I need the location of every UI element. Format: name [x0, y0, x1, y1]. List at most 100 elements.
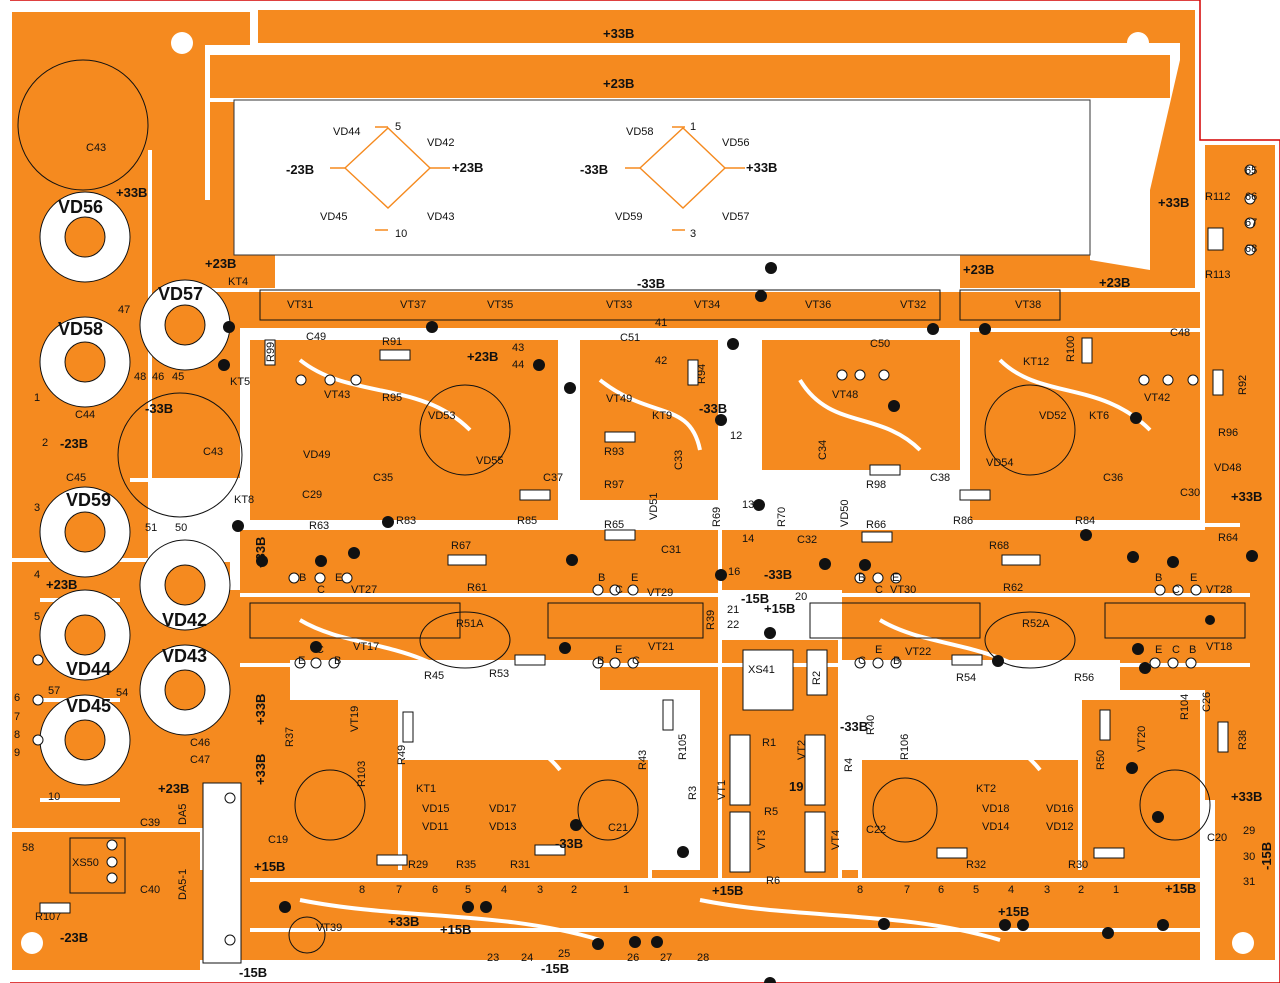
pin-letter-c: C: [858, 655, 866, 667]
ref-kt5: KT5: [230, 376, 251, 388]
ref-vd55: VD55: [476, 455, 504, 467]
ref-r31: R31: [510, 859, 531, 871]
pin-45: 45: [172, 371, 185, 383]
ref-vd18: VD18: [982, 803, 1010, 815]
rail-center-m15: -15В: [741, 591, 770, 606]
pin-letter-e: E: [1190, 572, 1198, 584]
bridge2-d4: VD57: [722, 211, 750, 223]
pin-r7: 7: [904, 884, 911, 896]
pin-letter-c: C: [615, 584, 623, 596]
ref-vd53: VD53: [428, 410, 456, 422]
ref-r112: R112: [1205, 191, 1231, 203]
ref-c36: C36: [1103, 472, 1124, 484]
ref-r29: R29: [408, 859, 429, 871]
bridge1-out: +23В: [452, 160, 484, 175]
pin-l1: 1: [623, 884, 630, 896]
ref-vd16: VD16: [1046, 803, 1074, 815]
ref-c29: C29: [302, 489, 323, 501]
ref-vd14: VD14: [982, 821, 1010, 833]
ref-r3: R3: [687, 785, 699, 800]
pin-letter-e: E: [631, 572, 639, 584]
pin-letter-b: B: [598, 572, 606, 584]
bridge2-d1: VD58: [626, 126, 654, 138]
pin-66: 66: [1245, 191, 1258, 203]
pin-letter-c: C: [1172, 644, 1180, 656]
ref-r63: R63: [309, 520, 330, 532]
ref-r86: R86: [953, 515, 974, 527]
ref-vt39: VT39: [316, 922, 343, 934]
ref-c47: C47: [190, 754, 211, 766]
pin-21: 21: [727, 604, 740, 616]
ref-r93: R93: [604, 446, 625, 458]
ref-r53: R53: [489, 668, 510, 680]
rail-bot-p33: +33В: [388, 914, 420, 929]
ref-r67: R67: [451, 540, 472, 552]
ref-vt4: VT4: [830, 829, 842, 850]
pin-r8: 8: [857, 884, 864, 896]
rail-bot-m15b: -15В: [541, 961, 570, 976]
rail-bottom-m23: -23В: [60, 930, 89, 945]
power-transistor-outlines: [249, 289, 1246, 639]
pin-r5: 5: [973, 884, 980, 896]
ref-vt34: VT34: [694, 299, 721, 311]
pin-letter-e: E: [892, 572, 900, 584]
rail-right-p23: +23В: [1099, 275, 1131, 290]
vd42-label: VD42: [162, 610, 208, 630]
ref-vt37: VT37: [400, 299, 427, 311]
vd58-label: VD58: [58, 319, 104, 339]
vd56-label: VD56: [58, 197, 104, 217]
via-pads: [218, 262, 1258, 983]
ref-r43: R43: [637, 749, 649, 770]
ref-vt19: VT19: [349, 705, 361, 732]
ref-r91: R91: [382, 336, 403, 348]
rail-l33v2: +33В: [253, 693, 268, 725]
rail-l23: +23В: [158, 781, 190, 796]
ref-c21: C21: [608, 822, 629, 834]
pin-l4: 4: [501, 884, 508, 896]
ref-c40: C40: [140, 884, 161, 896]
pin-l3: 3: [537, 884, 544, 896]
board-outline: [10, 0, 1280, 983]
pin-2: 2: [42, 437, 49, 449]
rail-m33-right: -33В: [840, 719, 869, 734]
pin-l2: 2: [571, 884, 578, 896]
ref-r103: R103: [356, 760, 368, 787]
ref-vd50: VD50: [839, 499, 851, 527]
rail-right-m15: -15В: [1259, 841, 1274, 870]
pin-8: 8: [14, 729, 21, 741]
ref-vt30: VT30: [890, 584, 917, 596]
ref-r32: R32: [966, 859, 987, 871]
pin-20: 20: [795, 591, 808, 603]
pin-24: 24: [521, 952, 534, 964]
pin-14: 14: [742, 533, 755, 545]
ref-vt28: VT28: [1206, 584, 1233, 596]
ref-r35: R35: [456, 859, 477, 871]
pin-6: 6: [14, 692, 21, 704]
component-bodies: [39, 227, 1229, 964]
pin-42: 42: [655, 355, 668, 367]
ref-r97: R97: [604, 479, 625, 491]
ref-vt38: VT38: [1015, 299, 1042, 311]
pin-r2: 2: [1078, 884, 1085, 896]
pin-51: 51: [145, 522, 158, 534]
bridge1-pin-bot: 10: [395, 228, 408, 240]
pin-16: 16: [728, 566, 741, 578]
pin-letter-b: B: [893, 655, 901, 667]
ref-kt12: KT12: [1023, 356, 1050, 368]
ref-r96: R96: [1218, 427, 1239, 439]
ref-r54: R54: [956, 672, 977, 684]
bridge1-d1: VD44: [333, 126, 361, 138]
ref-vd12: VD12: [1046, 821, 1074, 833]
ref-vt32: VT32: [900, 299, 927, 311]
pin-4: 4: [34, 569, 41, 581]
pin-43: 43: [512, 342, 525, 354]
ref-r65: R65: [604, 519, 625, 531]
pin-22: 22: [727, 619, 740, 631]
ref-vt36: VT36: [805, 299, 832, 311]
big-diode-pads: [39, 191, 231, 786]
ref-c43a: C43: [86, 142, 107, 154]
ref-vt48: VT48: [832, 389, 859, 401]
mounting-holes: [21, 32, 1254, 954]
pin-10: 10: [48, 791, 61, 803]
ref-kt8: KT8: [234, 494, 255, 506]
